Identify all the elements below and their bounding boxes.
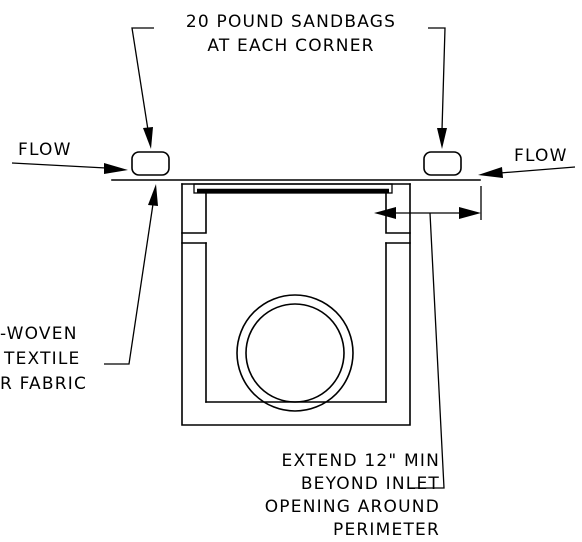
sandbag-leader — [131, 27, 447, 149]
sandbag-arrowhead-right — [437, 128, 447, 149]
extend-arrowhead-left — [374, 207, 396, 219]
flow-arrowhead-left — [104, 163, 128, 174]
fabric-label-line1: -WOVEN — [0, 324, 78, 344]
sandbag-leader-right — [428, 27, 446, 131]
fabric-leader-line — [104, 203, 154, 365]
extend-label-line2: BEYOND INLET — [301, 474, 440, 494]
fabric-label-line3: R FABRIC — [0, 374, 87, 394]
sandbag-right — [423, 151, 462, 176]
extend-arrowhead-right — [459, 207, 481, 219]
flow-arrow-right — [478, 166, 576, 178]
flow-label-right: FLOW — [514, 146, 568, 166]
flow-arrowhead-right — [478, 167, 503, 178]
fabric-arrowhead — [148, 184, 158, 206]
extend-label-line4: PERIMETER — [333, 520, 440, 540]
fabric-leader — [104, 184, 158, 365]
outlet-pipe-inner — [245, 303, 345, 403]
sandbag-left — [131, 151, 170, 176]
sandbags-label-line2: AT EACH CORNER — [207, 36, 374, 56]
inlet-outer-wall — [181, 183, 411, 426]
extend-leader-line — [408, 212, 445, 489]
extend-dimension — [374, 186, 482, 489]
extend-label-line3: OPENING AROUND — [265, 497, 440, 517]
outlet-pipe-outer — [236, 294, 354, 412]
inlet-inner-wall-right — [385, 192, 411, 234]
sandbag-leader-left — [131, 27, 154, 131]
extend-label-line1: EXTEND 12" MIN — [282, 451, 440, 471]
sandbags-label-line1: 20 POUND SANDBAGS — [186, 12, 396, 32]
inlet-structure — [181, 183, 411, 426]
inlet-inner-wall-left — [181, 192, 207, 234]
sandbag-arrowhead-left — [143, 127, 153, 149]
flow-arrow-left — [11, 162, 128, 174]
fabric-label-line2: TEXTILE — [3, 349, 80, 369]
flow-label-left: FLOW — [18, 140, 72, 160]
